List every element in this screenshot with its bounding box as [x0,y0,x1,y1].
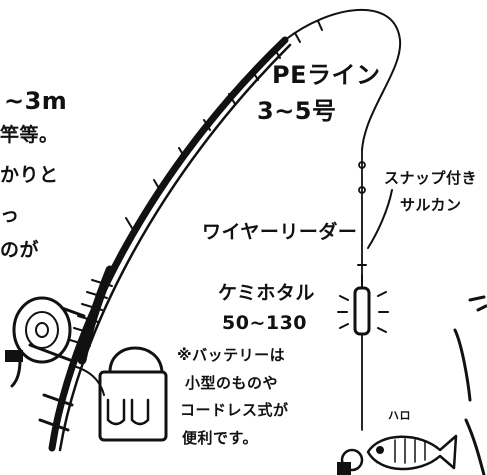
left-text-4: っ [0,204,20,226]
electric-reel [5,296,86,388]
swivel-label-1: スナップ付き [384,169,478,187]
fish-mark: ハロ [388,409,411,422]
battery-note-3: コードレス式が [180,401,289,419]
battery-note-1: ※バッテリーは [177,346,286,364]
main-line-rig [337,149,389,431]
pe-line-size: 3~5号 [257,97,337,125]
battery-note-4: 便利です。 [182,429,259,447]
battery-box [69,346,168,442]
left-text-3: かりと [0,164,59,186]
swivel-pointer [367,189,393,249]
rod-blank-edge [58,43,292,452]
wire-leader-label: ワイヤーリーダー [202,221,358,243]
fishing-rod [38,8,402,452]
swivel [357,264,367,288]
left-text-2: 竿等。 [0,124,59,146]
reel-handle-knob [5,350,23,362]
swivel-label-2: サルカン [400,196,462,214]
kemihotaru-size: 50~130 [222,312,308,334]
bait-fish [337,434,458,475]
rod-blank [48,36,289,452]
hook [340,448,364,472]
kemihotaru-light [353,286,371,336]
left-text-5: のが [0,239,40,261]
kemihotaru-label: ケミホタル [218,282,315,304]
battery-note-2: 小型のものや [185,374,279,392]
pe-line-label: PEライン [272,61,381,89]
rod-handle-wrap [38,265,115,432]
rod-guides [125,20,323,229]
partial-figure-right [453,295,487,475]
left-text-1: ~3m [4,87,68,115]
rod-tip-line [284,8,402,151]
